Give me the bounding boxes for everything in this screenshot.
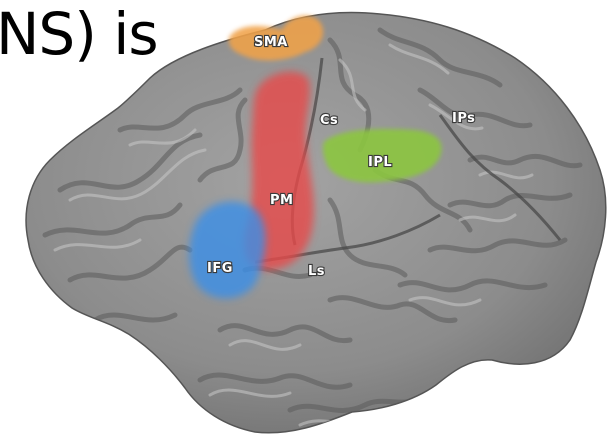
cortex-outline	[25, 11, 607, 434]
label-ipl: IPL	[368, 155, 392, 170]
ipl-region	[322, 129, 442, 183]
label-ips: IPs	[452, 111, 475, 126]
ifg-region	[189, 201, 266, 299]
gyri-texture	[42, 27, 583, 427]
page-heading: NS) is	[0, 0, 159, 68]
label-cs: Cs	[320, 113, 338, 128]
intraparietal-sulcus	[438, 114, 562, 241]
label-ifg: IFG	[207, 261, 233, 276]
region-overlays	[189, 15, 442, 299]
sma-region	[228, 15, 324, 61]
label-ls: Ls	[308, 264, 325, 279]
label-sma: SMA	[254, 35, 288, 50]
label-pm: PM	[270, 193, 293, 208]
